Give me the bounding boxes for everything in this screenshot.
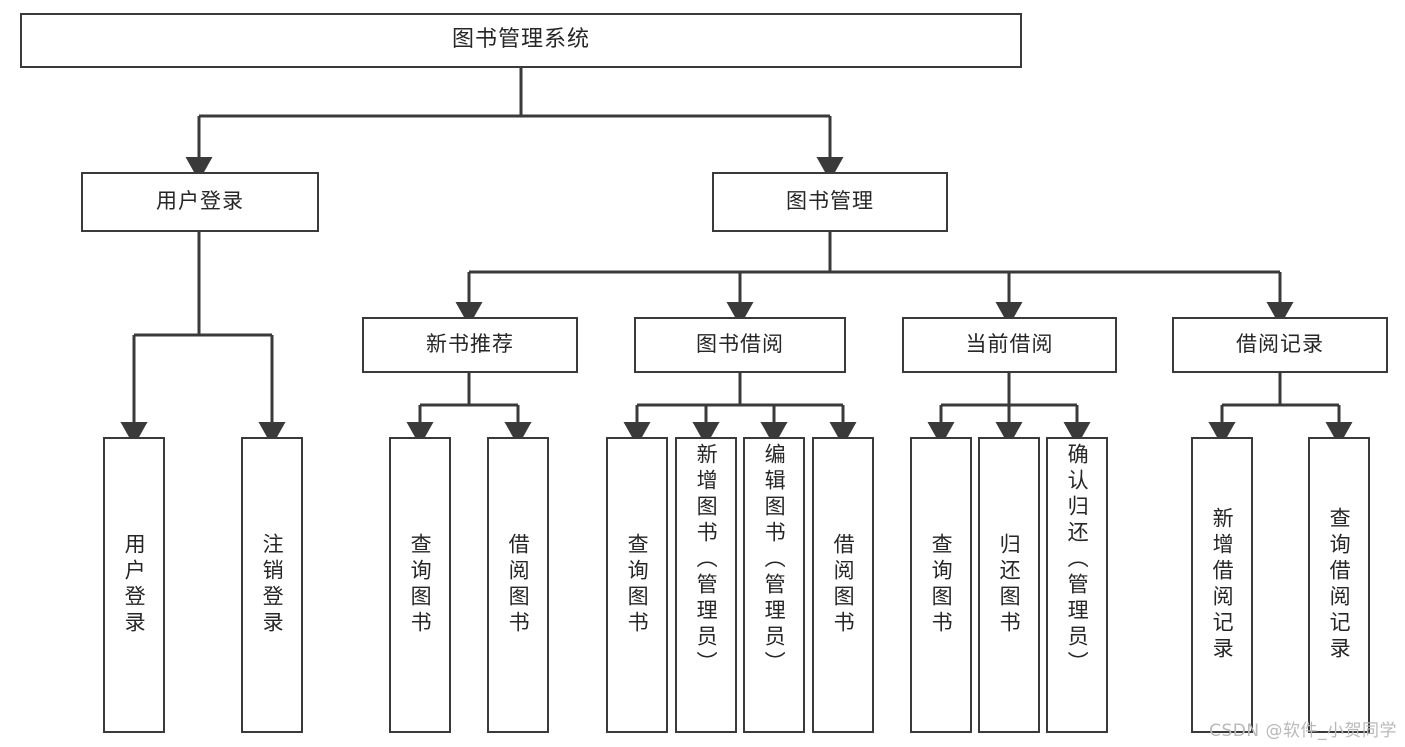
node-label: 当前借阅 (965, 332, 1054, 357)
leaf-confirm-return-admin[interactable]: 确认归还（管理员） (1046, 437, 1108, 733)
leaf-label: 查询借阅记录 (1327, 507, 1352, 663)
leaf-edit-book-admin[interactable]: 编辑图书（管理员） (743, 437, 805, 733)
node-label: 借阅记录 (1236, 332, 1324, 357)
leaf-borrow-book[interactable]: 借阅图书 (812, 437, 874, 733)
watermark: CSDN @软件_小贺同学 (1209, 721, 1397, 741)
node-label: 图书管理系统 (451, 27, 590, 53)
leaf-label: 新增图书（管理员） (694, 443, 719, 677)
node-book-management-system[interactable]: 图书管理系统 (20, 13, 1022, 68)
leaf-label: 注销登录 (260, 533, 285, 637)
node-current-borrow[interactable]: 当前借阅 (902, 317, 1117, 373)
node-book-management[interactable]: 图书管理 (712, 172, 948, 232)
leaf-label: 确认归还（管理员） (1065, 443, 1090, 677)
node-new-book-recommend[interactable]: 新书推荐 (362, 317, 578, 373)
leaf-label: 查询图书 (929, 533, 954, 637)
node-label: 图书借阅 (696, 332, 784, 357)
leaf-query-book-recommend[interactable]: 查询图书 (389, 437, 451, 733)
leaf-query-borrow-record[interactable]: 查询借阅记录 (1308, 437, 1370, 733)
node-book-borrow[interactable]: 图书借阅 (634, 317, 846, 373)
leaf-add-borrow-record[interactable]: 新增借阅记录 (1191, 437, 1253, 733)
leaf-label: 借阅图书 (506, 533, 531, 637)
leaf-user-login[interactable]: 用户登录 (103, 437, 165, 733)
leaf-user-logout[interactable]: 注销登录 (241, 437, 303, 733)
node-label: 图书管理 (786, 189, 874, 214)
leaf-return-book[interactable]: 归还图书 (978, 437, 1040, 733)
leaf-label: 查询图书 (408, 533, 433, 637)
leaf-query-book-borrow[interactable]: 查询图书 (606, 437, 668, 733)
leaf-label: 编辑图书（管理员） (762, 443, 787, 677)
leaf-add-book-admin[interactable]: 新增图书（管理员） (675, 437, 737, 733)
leaf-borrow-book-recommend[interactable]: 借阅图书 (487, 437, 549, 733)
leaf-label: 用户登录 (122, 533, 147, 637)
leaf-query-book-current[interactable]: 查询图书 (910, 437, 972, 733)
node-user-login[interactable]: 用户登录 (81, 172, 319, 232)
leaf-label: 借阅图书 (831, 533, 856, 637)
node-borrow-record[interactable]: 借阅记录 (1172, 317, 1388, 373)
node-label: 新书推荐 (426, 332, 514, 357)
leaf-label: 归还图书 (997, 533, 1022, 637)
leaf-label: 查询图书 (625, 533, 650, 637)
leaf-label: 新增借阅记录 (1210, 507, 1235, 663)
node-label: 用户登录 (156, 189, 244, 214)
